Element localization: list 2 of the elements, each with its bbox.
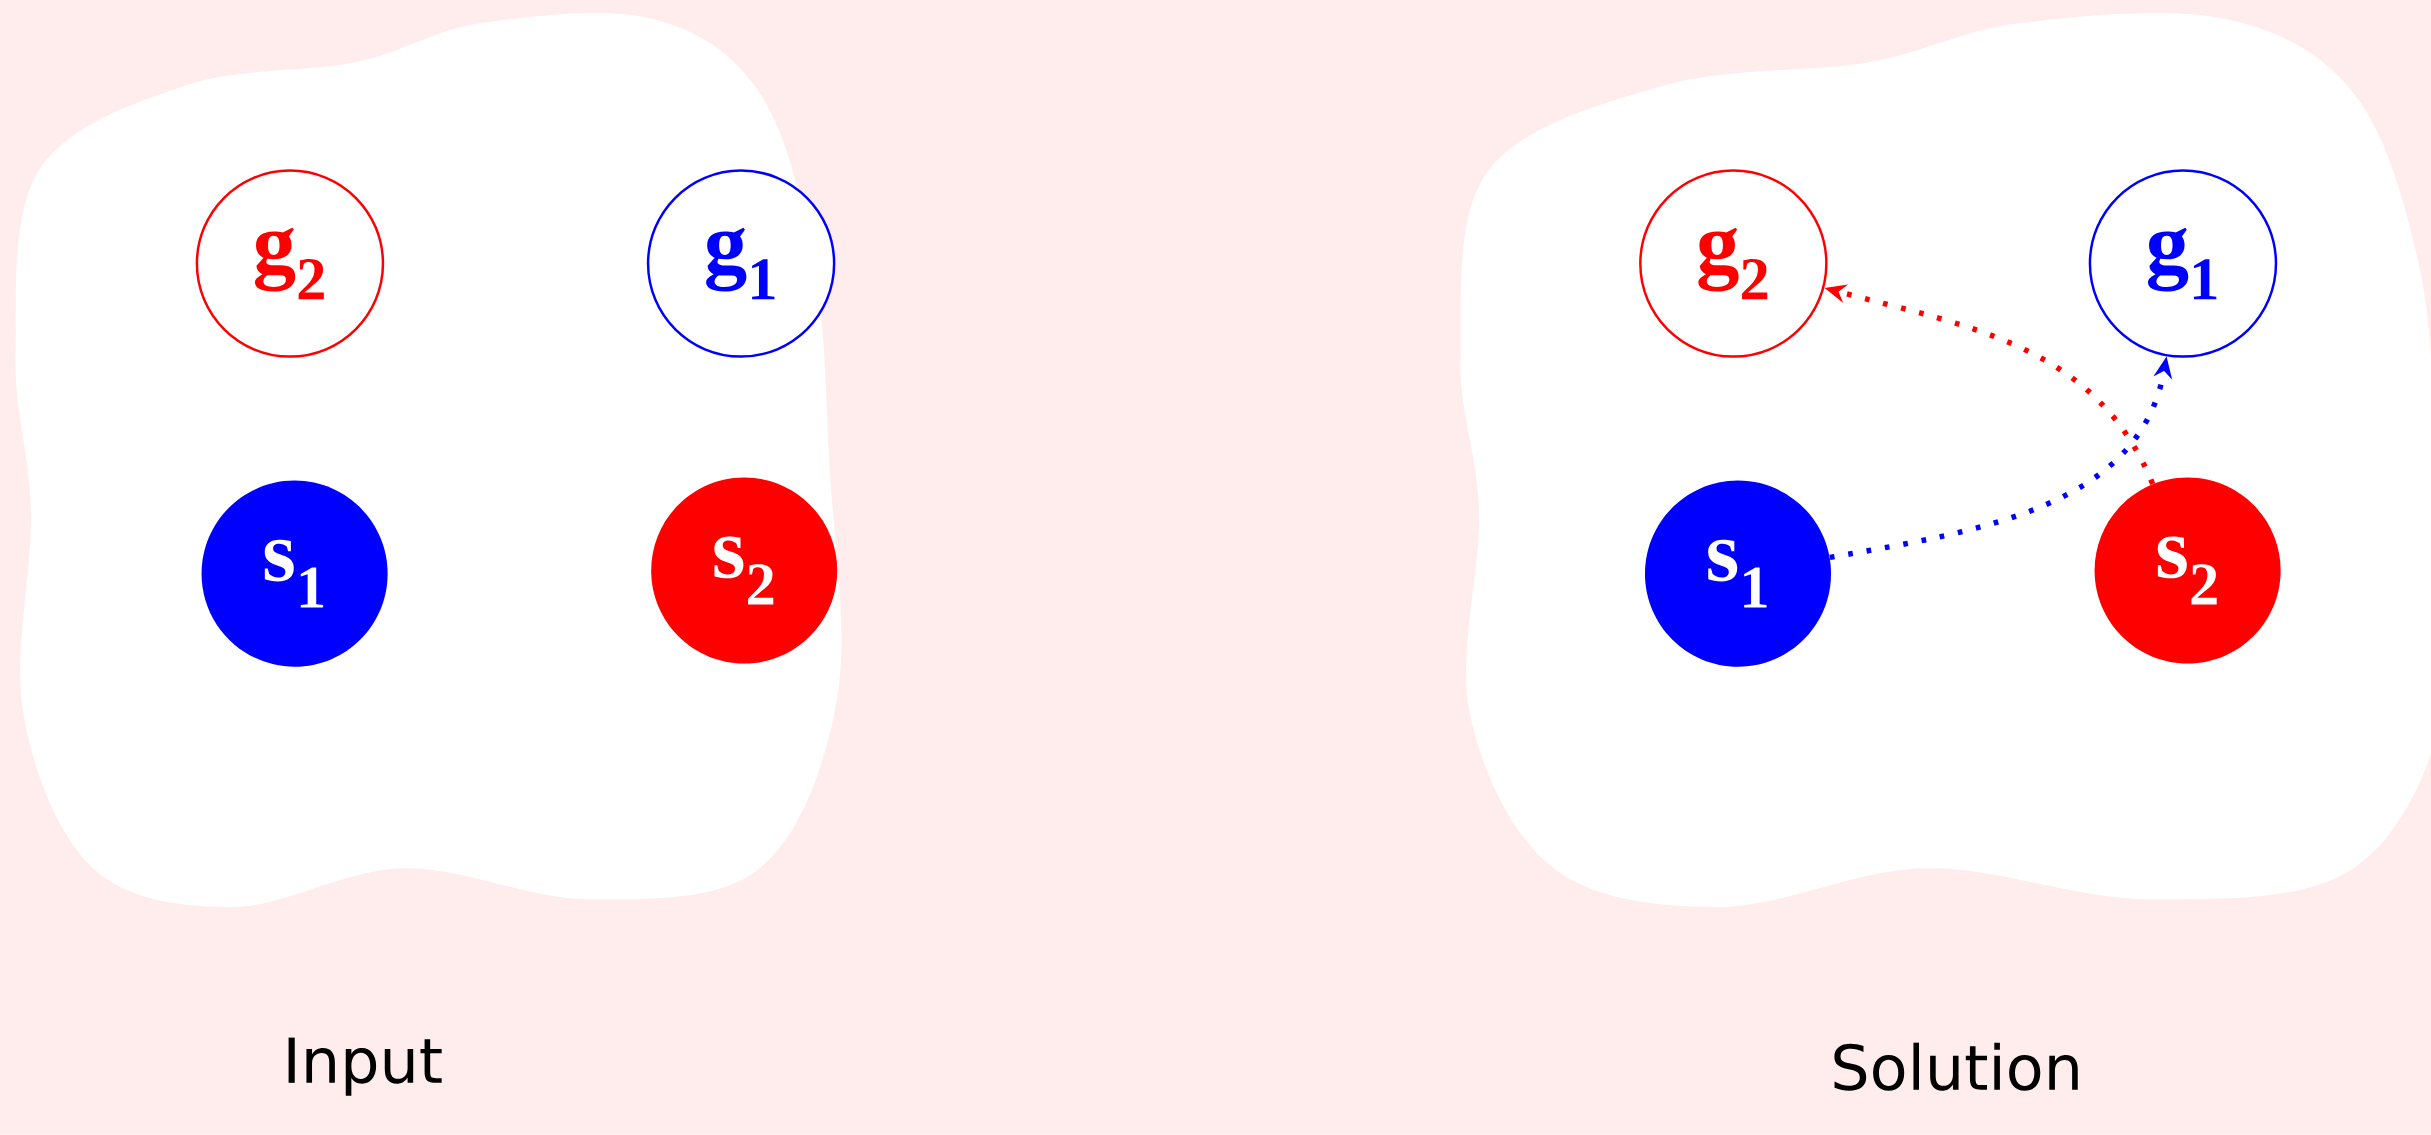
- panel-caption: Solution: [1834, 1042, 2078, 1091]
- panel-caption: Input: [288, 1037, 442, 1096]
